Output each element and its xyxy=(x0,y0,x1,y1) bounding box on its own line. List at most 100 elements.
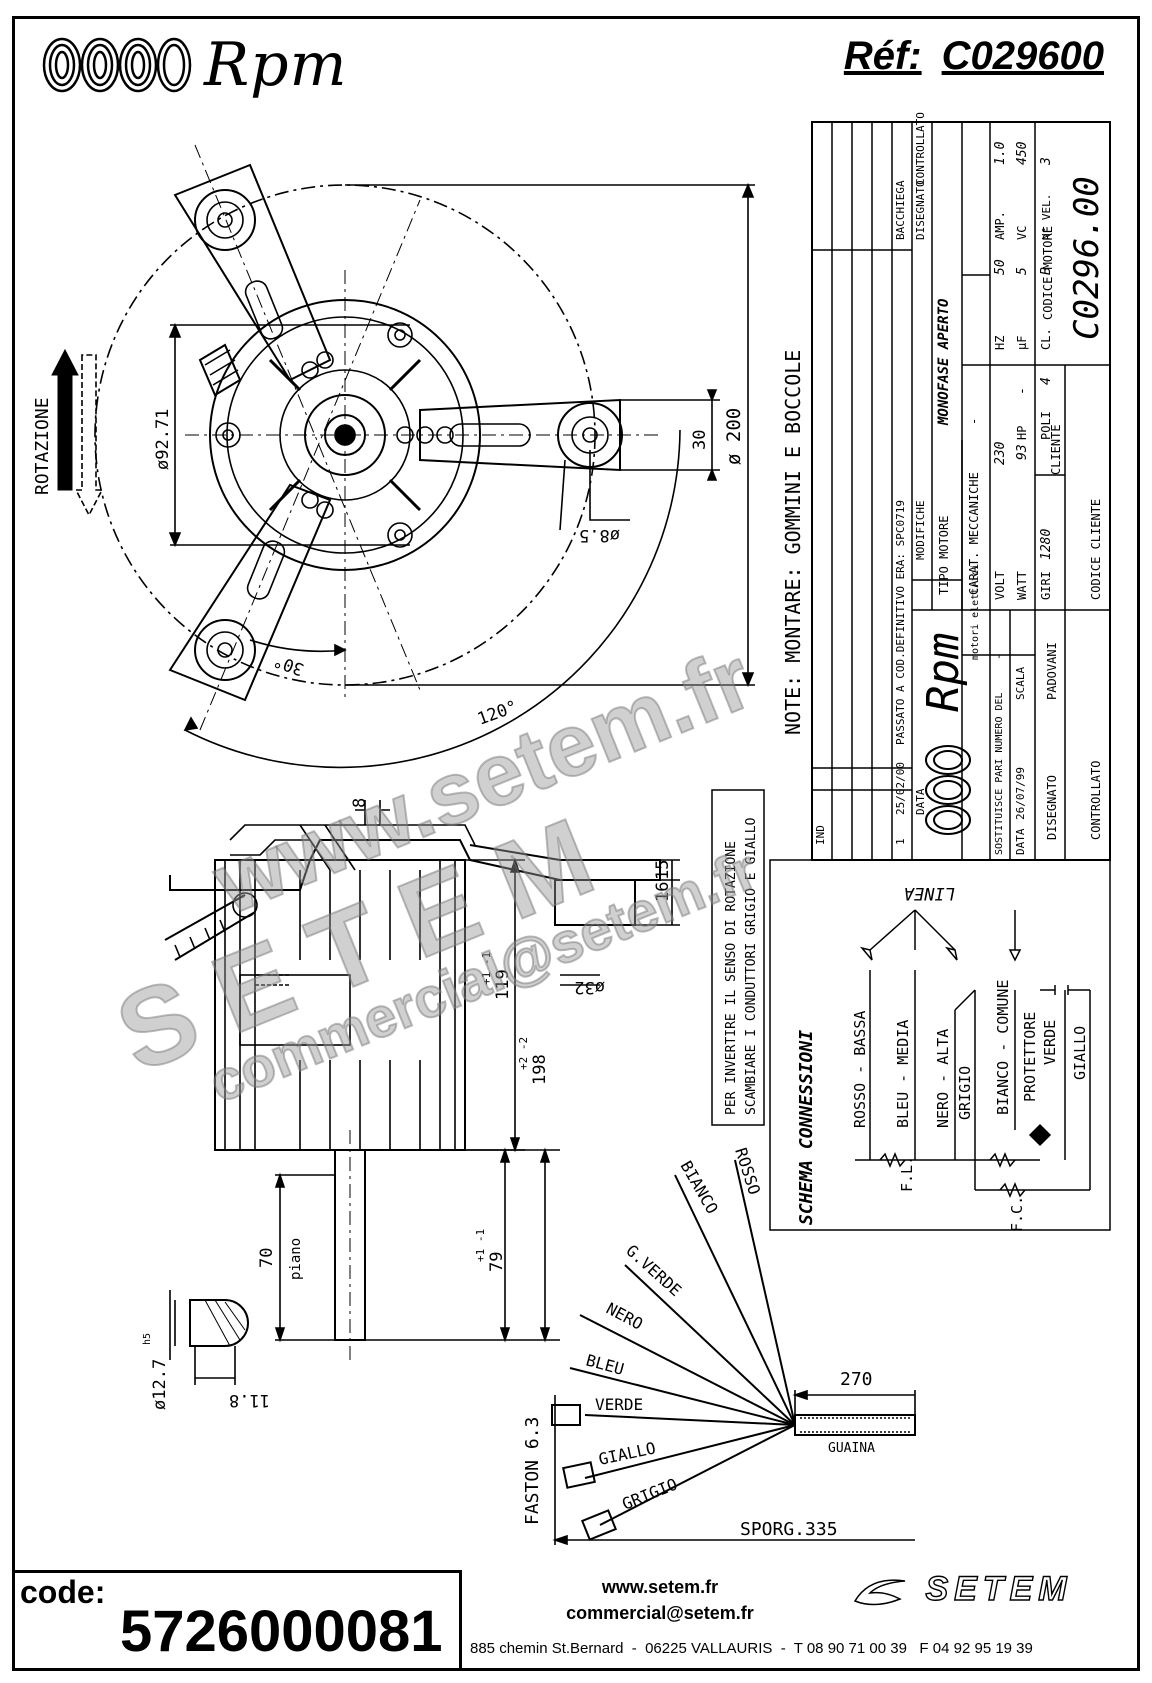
dim-70: 70 xyxy=(257,1248,277,1268)
tb-disegnato-label: DISEGNATO xyxy=(1045,775,1059,840)
tb-controllato-label: CONTROLLATO xyxy=(1089,761,1103,840)
tb-carat-value: - xyxy=(967,418,981,425)
schema-fc: F.C. xyxy=(1008,1196,1026,1232)
tb-rpm-coil-icon xyxy=(925,745,971,835)
label-guaina: GUAINA xyxy=(828,1441,875,1456)
rotation-label: ROTAZIONE xyxy=(32,397,53,495)
label-faston: FASTON 6.3 xyxy=(522,1417,543,1525)
shaft-section xyxy=(189,1299,249,1347)
tb-hz-label: HZ xyxy=(993,336,1007,350)
tb-cl: B xyxy=(1039,267,1054,275)
dim-79: 79 xyxy=(487,1252,507,1272)
dim-16: 16 xyxy=(653,882,673,902)
tb-col-controllato: CONTROLLATO xyxy=(914,112,927,185)
ref-value: C029600 xyxy=(941,34,1104,78)
title-block: IND 1 25/02/00 PASSATO A COD.DEFINITIVO … xyxy=(811,112,1111,861)
dim-8-5: ø8.5 xyxy=(579,525,620,545)
schema-grigio: GRIGIO xyxy=(956,1066,974,1120)
mounting-note: NOTE: MONTARE: GOMMINI E BOCCOLE xyxy=(781,350,805,735)
tb-nvel-label: N° VEL. xyxy=(1040,194,1053,240)
tb-hz: 50 xyxy=(993,259,1008,275)
tb-codice-motore: C0296.00 xyxy=(1067,176,1107,340)
tb-amp-label: AMP. xyxy=(993,211,1007,240)
tb-vc-label: VC xyxy=(1015,226,1029,240)
tb-cliente-label: CLIENTE xyxy=(1049,424,1063,475)
tb-data-label: DATA xyxy=(1014,828,1027,855)
tb-tipo-motore: MONOFASE APERTO xyxy=(936,299,952,426)
code-label: code: xyxy=(20,1574,106,1610)
schema-nero-alta: NERO - ALTA xyxy=(934,1029,952,1128)
email-link[interactable]: commercial@setem.fr xyxy=(566,1603,754,1623)
setem-swoosh-icon xyxy=(853,1579,906,1606)
dim-15: 15 xyxy=(653,860,673,880)
schema-verde: VERDE xyxy=(1041,1020,1059,1065)
ref-label: Réf: xyxy=(843,34,922,78)
tb-hp: - xyxy=(1015,387,1030,395)
tb-scala-label: SCALA xyxy=(1014,667,1027,700)
brand-name: Rpm xyxy=(204,30,348,100)
reference: Réf: C029600 xyxy=(844,34,1104,79)
rpm-brand: Rpm xyxy=(42,30,347,100)
setem-logo: SETEM xyxy=(850,1569,1073,1611)
tb-nvel: 3 xyxy=(1039,157,1054,166)
tb-bacchiega: BACCHIEGA xyxy=(894,180,907,240)
dim-11-8: 11.8 xyxy=(229,1390,270,1410)
dim-198-tol: +2 -2 xyxy=(517,1037,530,1070)
dim-32: ø32 xyxy=(574,977,605,997)
dim-12-7: ø12.7 xyxy=(150,1359,170,1410)
wire-label-nero: NERO xyxy=(603,1299,646,1334)
wire-label-giallo: GIALLO xyxy=(597,1438,657,1469)
tb-codice-cliente-label: CODICE CLIENTE xyxy=(1089,499,1103,600)
dim-92-71: ø92.71 xyxy=(153,409,173,470)
dim-79-tol: +1 -1 xyxy=(474,1229,487,1262)
tb-rpm-sub: motori elettrici xyxy=(970,564,981,660)
schema-rosso-bassa: ROSSO - BASSA xyxy=(851,1011,869,1128)
schema-title: SCHEMA CONNESSIONI xyxy=(796,1030,817,1225)
tb-giri: 1280 xyxy=(1039,529,1054,560)
schema-bleu-media: BLEU - MEDIA xyxy=(894,1020,912,1128)
tb-poli-label: POLI xyxy=(1039,411,1053,440)
dim-270: 270 xyxy=(840,1369,873,1390)
reverse-note-line-1: PER INVERTIRE IL SENSO DI ROTAZIONE xyxy=(724,841,739,1115)
wire-label-bianco: BIANCO xyxy=(677,1158,722,1218)
address-line: 885 chemin St.Bernard - 06225 VALLAURIS … xyxy=(470,1640,1033,1657)
setem-logo-text: SETEM xyxy=(925,1569,1073,1608)
tb-col-data: DATA xyxy=(914,788,927,815)
wire-label-bleu: BLEU xyxy=(584,1351,626,1379)
code-box xyxy=(12,1570,462,1671)
tb-uf-label: µF xyxy=(1015,336,1029,350)
tb-sostituisce-val: - xyxy=(992,653,1005,660)
wire-label-verde: VERDE xyxy=(595,1395,643,1414)
schema-linea: LINEA xyxy=(904,883,955,903)
tb-poli: 4 xyxy=(1039,377,1054,385)
tb-tipo-motore-label: TIPO MOTORE xyxy=(937,516,951,595)
tb-hp-label: HP xyxy=(1015,426,1029,440)
dim-h5: h5 xyxy=(142,1333,153,1345)
wire-label-grigio: GRIGIO xyxy=(619,1474,680,1513)
dim-119-tol: +1 -1 xyxy=(480,952,493,985)
tb-rev-ind: 1 xyxy=(894,838,907,845)
schema-protettore: PROTETTORE xyxy=(1021,1012,1039,1102)
tb-amp: 1.0 xyxy=(993,141,1008,165)
website-link[interactable]: www.setem.fr xyxy=(601,1577,719,1597)
tb-col-disegnato: DISEGNATO xyxy=(914,180,927,240)
tb-rpm-brand: Rpm xyxy=(918,633,969,712)
dim-200: ø 200 xyxy=(723,408,745,465)
arm-upper xyxy=(173,163,332,382)
tb-volt-label: VOLT xyxy=(993,571,1007,600)
wire-bundle xyxy=(569,1159,796,1526)
tb-watt-label: WATT xyxy=(1015,571,1029,600)
tb-col-ind: IND xyxy=(814,825,827,845)
schema-giallo: GIALLO xyxy=(1071,1026,1089,1080)
dim-8: 8 xyxy=(350,798,370,808)
tb-rev-date: 25/02/00 xyxy=(894,762,907,815)
tb-disegnato-val: PADOVANI xyxy=(1045,642,1059,700)
tb-cl-label: CL. xyxy=(1039,328,1053,350)
tb-carat-label: CARAT. MECCANICHE xyxy=(967,472,981,595)
tb-codice-motore-label: CODICE MOTORE xyxy=(1041,226,1055,320)
wire-label-rosso: ROSSO xyxy=(731,1145,764,1197)
drawing-frame xyxy=(12,16,1140,1671)
dim-30: 30 xyxy=(690,430,710,450)
dim-119: 119 xyxy=(493,969,513,1000)
